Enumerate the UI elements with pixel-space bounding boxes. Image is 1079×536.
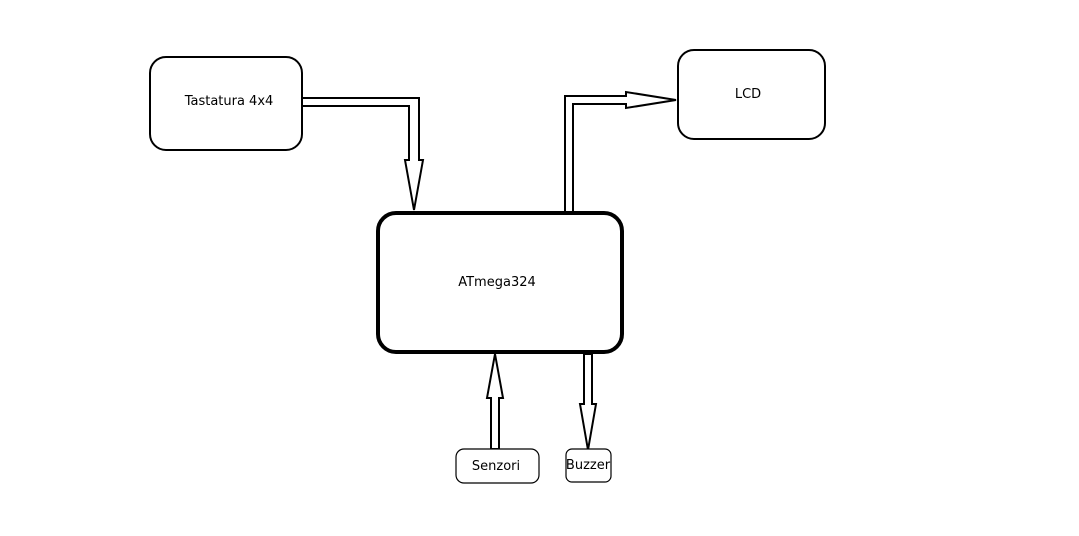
lcd-node: LCD — [677, 49, 826, 140]
buzzer-label: Buzzer — [566, 458, 611, 473]
mcu-label: ATmega324 — [458, 275, 536, 290]
buzzer-node: Buzzer — [565, 448, 612, 483]
sensors-label: Senzori — [472, 459, 520, 474]
arrow-sensors-to-mcu — [485, 353, 505, 450]
sensors-node: Senzori — [455, 448, 540, 484]
keypad-label: Tastatura 4x4 — [184, 94, 274, 109]
keypad-node: Tastatura 4x4 — [149, 56, 303, 151]
arrow-mcu-to-lcd — [564, 90, 677, 213]
arrow-keypad-to-mcu — [301, 97, 425, 211]
mcu-node: ATmega324 — [376, 211, 624, 354]
arrow-mcu-to-buzzer — [578, 353, 598, 451]
lcd-label: LCD — [735, 87, 761, 102]
